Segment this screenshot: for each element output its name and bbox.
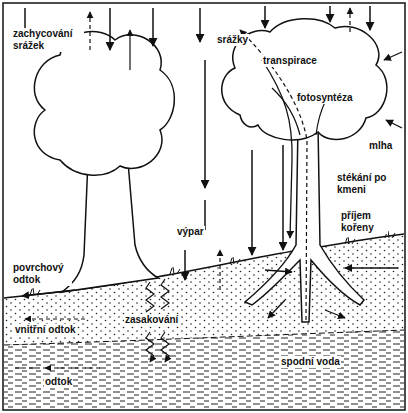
fog-arrows	[384, 52, 402, 128]
uptake-arrows	[265, 268, 398, 318]
root-uptake-label: příjem kořeny	[340, 210, 388, 234]
left-canopy	[34, 32, 174, 176]
interflow-label: vnitřní odtok	[14, 324, 77, 336]
interflow-arrow	[25, 318, 85, 319]
interception-label: zachycování srážek	[12, 28, 84, 52]
stemflow-arrow	[262, 60, 292, 238]
left-trunk	[62, 160, 158, 292]
outflow-arrow-tail	[14, 367, 40, 368]
outflow-label: odtok	[44, 376, 73, 388]
evaporation-arrows	[90, 8, 350, 320]
photosynthesis-label: fotosyntéza	[296, 92, 354, 104]
stemflow-label: stékání po kmeni	[336, 172, 390, 196]
frame	[3, 3, 405, 410]
surface-runoff-arrow	[22, 290, 75, 296]
precipitation-label: srážky	[216, 34, 249, 46]
groundwater-label: spodní voda	[280, 356, 341, 368]
fog-label: mlha	[368, 140, 393, 152]
infiltration-label: zasakování	[124, 314, 179, 326]
outflow-arrow	[45, 367, 100, 368]
surface-runoff-label: povrchový odtok	[12, 262, 72, 286]
transpiration-label: transpirace	[262, 55, 318, 67]
evaporation-label: výpar	[176, 226, 205, 238]
